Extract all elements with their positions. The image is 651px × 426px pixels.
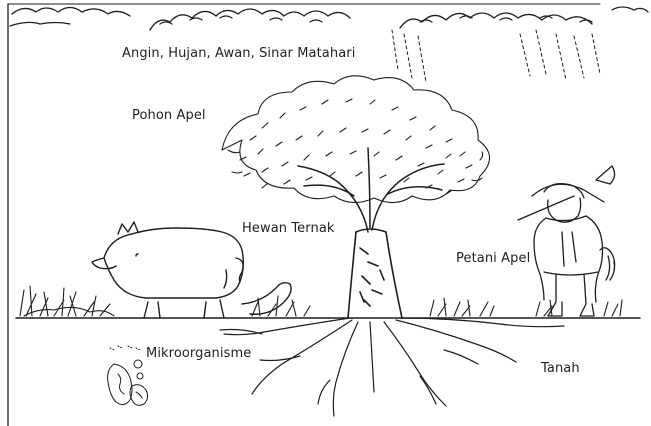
weather-label: Angin, Hujan, Awan, Sinar Matahari	[122, 46, 355, 61]
rain-streaks	[392, 30, 600, 82]
tree-crown	[222, 76, 490, 203]
farmer-figure	[518, 166, 615, 316]
livestock-label: Hewan Ternak	[242, 221, 335, 236]
microorganisms-label: Mikroorganisme	[146, 346, 251, 361]
microorganism-sketch	[108, 346, 148, 405]
grass-tufts	[20, 286, 622, 316]
tree-label: Pohon Apel	[132, 108, 206, 123]
tree-roots	[220, 318, 564, 416]
tree-trunk	[348, 229, 402, 318]
livestock-pig	[92, 222, 291, 318]
tree-branches	[298, 148, 444, 232]
soil-label: Tanah	[541, 361, 580, 376]
farmer-label: Petani Apel	[456, 251, 530, 266]
cloud-band	[10, 7, 648, 30]
